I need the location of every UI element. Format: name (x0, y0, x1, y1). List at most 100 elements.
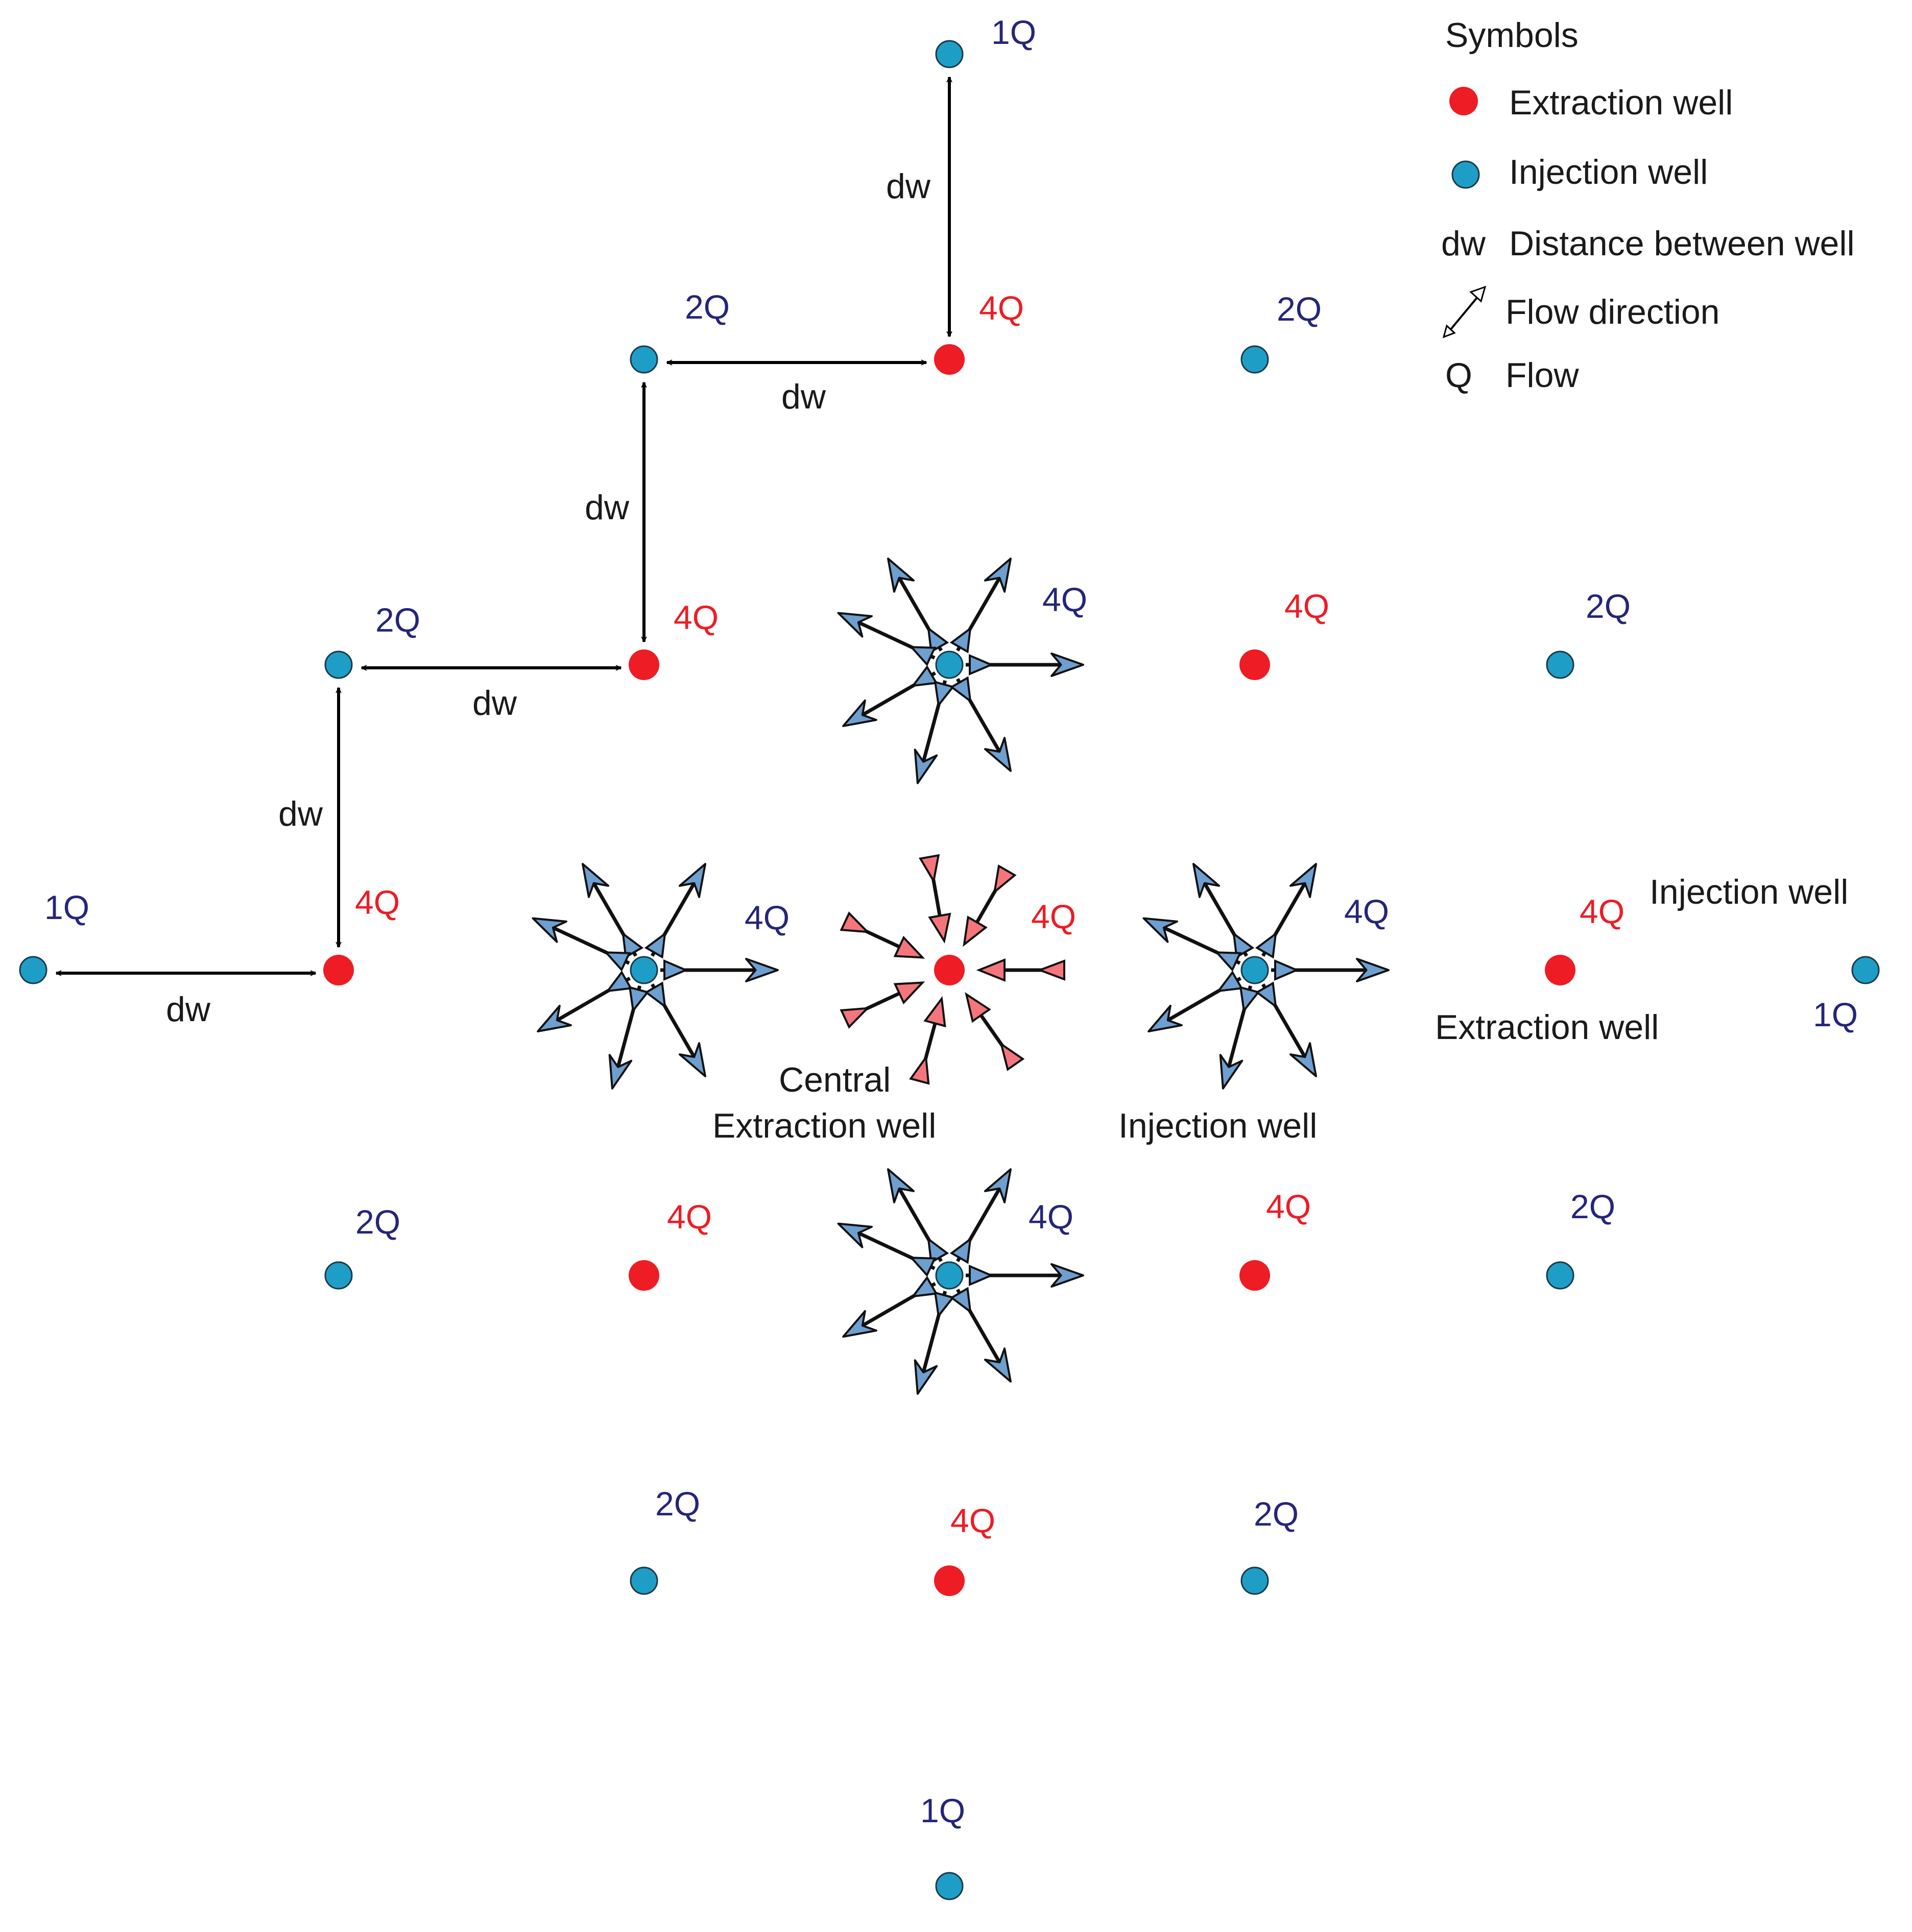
annotations: Central Extraction well Injection well I… (712, 873, 1848, 1145)
central-label-line1: Central (779, 1060, 891, 1099)
extraction-well (323, 955, 354, 985)
injection-well (19, 956, 47, 984)
injection-well (935, 40, 964, 68)
flow-arrow-head (842, 699, 877, 727)
injection-well (1240, 956, 1269, 984)
flow-arrow-head (984, 558, 1012, 593)
flow-arrow-tail (909, 1257, 937, 1277)
legend-extraction-dot (1449, 87, 1478, 115)
legend: Symbols Extraction well Injection well d… (1441, 16, 1855, 395)
flow-arrow-tail (644, 981, 666, 1009)
flow-arrow-head (582, 863, 610, 898)
flow-out-arrows (837, 1168, 1084, 1395)
flow-arrow-tail (969, 654, 994, 676)
flow-arrow-head (1219, 1054, 1244, 1090)
wells (19, 40, 1880, 1900)
flow-q-label: 2Q (1277, 290, 1322, 328)
flow-q-label: 4Q (745, 899, 790, 936)
flow-arrow-tail (840, 1007, 870, 1029)
flow-out-arrows (532, 863, 779, 1090)
distance-label: dw (166, 990, 211, 1029)
flow-arrow-tail (909, 646, 937, 667)
flow-arrow-tail (1232, 931, 1255, 959)
flow-arrow-head (1289, 863, 1317, 898)
injection-well (630, 345, 658, 374)
flow-arrow-head (914, 1359, 938, 1395)
flow-arrow-head (837, 612, 873, 638)
legend-injection-label: Injection well (1509, 153, 1708, 191)
flow-arrow-tail (911, 665, 938, 687)
flow-arrow-head (893, 981, 925, 1005)
injection-well (935, 1872, 964, 1900)
flow-out-arrows (1142, 863, 1390, 1090)
distance-label: dw (278, 794, 323, 833)
flow-arrow-head (678, 1042, 706, 1077)
legend-q-label: Flow (1505, 356, 1579, 395)
flow-arrow-tail (911, 1275, 938, 1298)
central-label-line2: Extraction well (712, 1106, 936, 1145)
legend-dw-label: Distance between well (1509, 224, 1855, 263)
flow-q-label: 1Q (44, 888, 89, 926)
flow-arrow-tail (840, 911, 870, 933)
flow-arrow-head (887, 1168, 915, 1203)
flow-arrow-head (1050, 1263, 1084, 1288)
flow-arrow-tail (999, 1042, 1025, 1071)
flow-arrow-head (1148, 1004, 1183, 1032)
flow-q-label: 2Q (355, 1203, 400, 1241)
extraction-well (934, 344, 965, 375)
flow-arrow-head (923, 996, 946, 1028)
legend-q-symbol: Q (1445, 356, 1472, 395)
flow-arrow-head (1356, 958, 1390, 982)
legend-flow-direction-label: Flow direction (1505, 293, 1720, 331)
flow-q-label: 2Q (655, 1485, 700, 1523)
flow-arrow-head (887, 558, 915, 593)
flow-q-label: 4Q (979, 289, 1024, 327)
injection-well (1240, 1566, 1269, 1595)
flow-arrow-tail (969, 1264, 994, 1287)
flow-arrow-tail (663, 959, 689, 981)
flow-q-label: 2Q (1254, 1495, 1299, 1533)
flow-arrow-head (965, 992, 991, 1023)
injection-well (1546, 650, 1574, 679)
legend-title: Symbols (1445, 16, 1579, 55)
injection-well (935, 650, 964, 679)
flow-arrow-head (914, 748, 938, 784)
extraction-well (629, 1260, 659, 1291)
flow-arrow-tail (1216, 970, 1244, 993)
flow-arrow-head (976, 958, 1006, 982)
injection-well (630, 956, 658, 984)
injection-well (1851, 956, 1880, 984)
flow-q-label: 4Q (355, 883, 400, 921)
flow-arrow-tail (1255, 931, 1277, 959)
flow-arrow-tail (934, 1291, 955, 1319)
extraction-well (934, 1565, 965, 1596)
injection-well-label: Injection well (1118, 1106, 1317, 1145)
extraction-well (934, 955, 965, 985)
flow-q-label: 4Q (674, 598, 719, 636)
flow-arrow-head (1289, 1042, 1317, 1077)
extraction-well (629, 649, 659, 680)
flow-arrow-tail (1239, 986, 1260, 1013)
flow-arrow-head (984, 1168, 1012, 1203)
flow-arrow-tail (1274, 959, 1300, 981)
flow-q-label: 2Q (375, 601, 420, 639)
distance-arrows (56, 77, 949, 973)
flow-arrow-tail (622, 931, 644, 959)
flow-arrow-head (745, 958, 779, 982)
flow-arrow-tail (1255, 981, 1277, 1009)
flow-arrow-tail (949, 676, 972, 704)
flow-arrow-tail (604, 951, 631, 972)
flow-q-label: 4Q (1580, 892, 1624, 930)
flow-arrows (532, 558, 1390, 1395)
distance-label: dw (886, 167, 931, 206)
legend-extraction-label: Extraction well (1509, 83, 1733, 122)
flow-q-label: 1Q (991, 13, 1036, 51)
flow-in-arrows (840, 854, 1065, 1085)
extraction-well (1545, 955, 1575, 985)
flow-arrow-tail (1214, 951, 1242, 972)
flow-arrow-head (842, 1310, 877, 1338)
flow-arrow-tail (1037, 959, 1065, 981)
flow-arrow-tail (934, 681, 955, 708)
extraction-well (1239, 1260, 1270, 1291)
